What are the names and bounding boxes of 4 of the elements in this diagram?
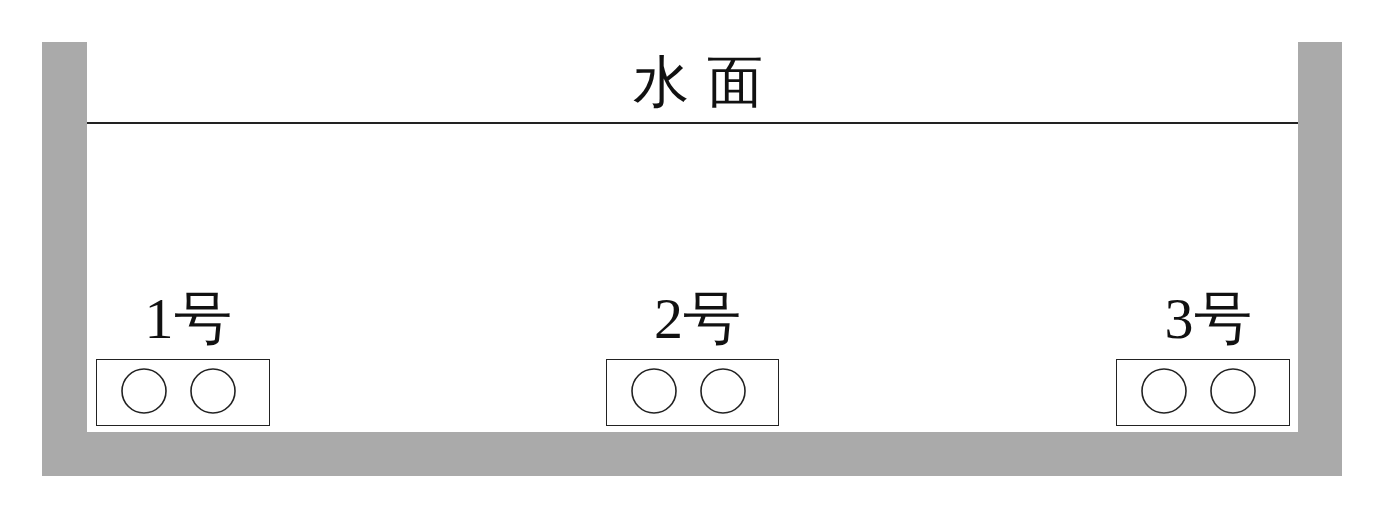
device-number-label: 1号 bbox=[144, 290, 232, 348]
device-number-label: 3号 bbox=[1164, 290, 1252, 348]
device-number-label: 2号 bbox=[654, 290, 741, 348]
water-surface-label: 水面 bbox=[633, 54, 781, 110]
